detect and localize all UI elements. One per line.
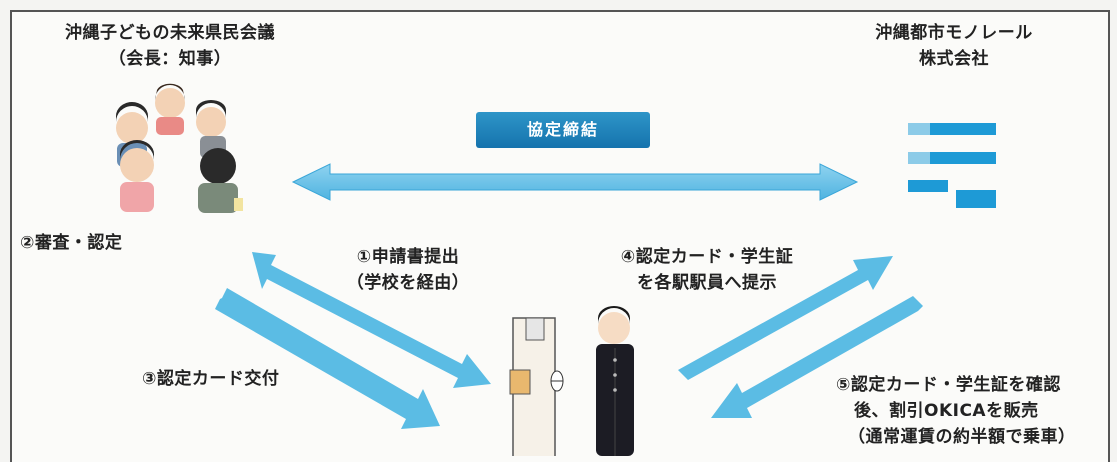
left-org-line1: 沖縄子どもの未来県民会議 xyxy=(65,23,275,43)
left-org-line2: （会長：知事） xyxy=(108,49,232,69)
arrow-sell-okica xyxy=(711,296,923,418)
step4-label: ④認定カード・学生証 を各駅駅員へ提示 xyxy=(592,244,822,296)
right-org-line2: 株式会社 xyxy=(919,49,989,69)
arrow-card-issue xyxy=(215,288,440,429)
step4-line1: ④認定カード・学生証 xyxy=(620,247,794,267)
step5-line1: ⑤認定カード・学生証を確認 xyxy=(836,375,1061,395)
arrow-present-card xyxy=(678,256,893,380)
step5-line3: （通常運賃の約半額で乗車） xyxy=(848,427,1076,447)
agreement-badge: 協定締結 xyxy=(476,112,650,148)
right-org-line1: 沖縄都市モノレール xyxy=(875,23,1033,43)
monorail-logo-icon xyxy=(908,123,996,208)
step3-label: ③認定カード交付 xyxy=(142,369,280,389)
step1-line2: （学校を経由） xyxy=(346,273,470,293)
step1-line1: ①申請書提出 xyxy=(356,247,460,267)
step5-label: ⑤認定カード・学生証を確認 後、割引OKICAを販売 （通常運賃の約半額で乗車） xyxy=(836,372,1106,450)
ticket-gate-icon xyxy=(509,317,564,456)
step4-line2: を各駅駅員へ提示 xyxy=(637,273,777,293)
agreement-double-arrow xyxy=(291,163,859,201)
step2-label: ②審査・認定 xyxy=(20,233,123,253)
student-icon xyxy=(596,306,634,456)
left-org-title: 沖縄子どもの未来県民会議 （会長：知事） xyxy=(40,20,300,72)
step1-label: ①申請書提出 （学校を経由） xyxy=(308,244,508,296)
step5-line2: 後、割引OKICAを販売 xyxy=(854,401,1039,421)
arrow-application xyxy=(252,252,491,388)
right-org-title: 沖縄都市モノレール 株式会社 xyxy=(844,20,1064,72)
people-group-icon xyxy=(116,83,243,213)
